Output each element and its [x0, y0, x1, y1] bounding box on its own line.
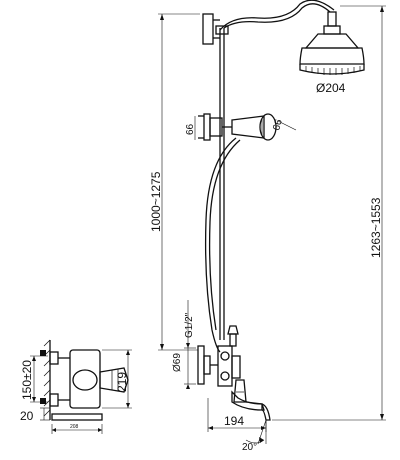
shower-column [202, 0, 341, 340]
hand-shower-size-label: 66 [271, 118, 285, 132]
rail-height-label: 1000~1275 [149, 171, 163, 232]
side-height-label: 219 [115, 372, 129, 392]
rail-height-dimension [158, 13, 200, 351]
total-height-dimension [272, 5, 386, 421]
escutcheon-diameter-label: Ø69 [172, 353, 183, 372]
thread-label: G1/2" [184, 312, 195, 338]
centers-label: 150±20 [20, 360, 34, 400]
spout-angle-label: 20° [242, 442, 257, 453]
hand-shower-holder [198, 113, 277, 141]
base-width-label: 208 [70, 424, 79, 430]
shower-hose [204, 137, 237, 353]
side-view [40, 339, 129, 421]
holder-size-label: 66 [185, 123, 196, 135]
spout-length-label: 194 [224, 414, 244, 428]
mixer-body [197, 325, 271, 421]
offset-label: 20 [20, 409, 34, 423]
shower-head [299, 33, 365, 75]
head-diameter-label: Ø204 [316, 81, 346, 95]
total-height-label: 1263~1553 [369, 197, 383, 258]
